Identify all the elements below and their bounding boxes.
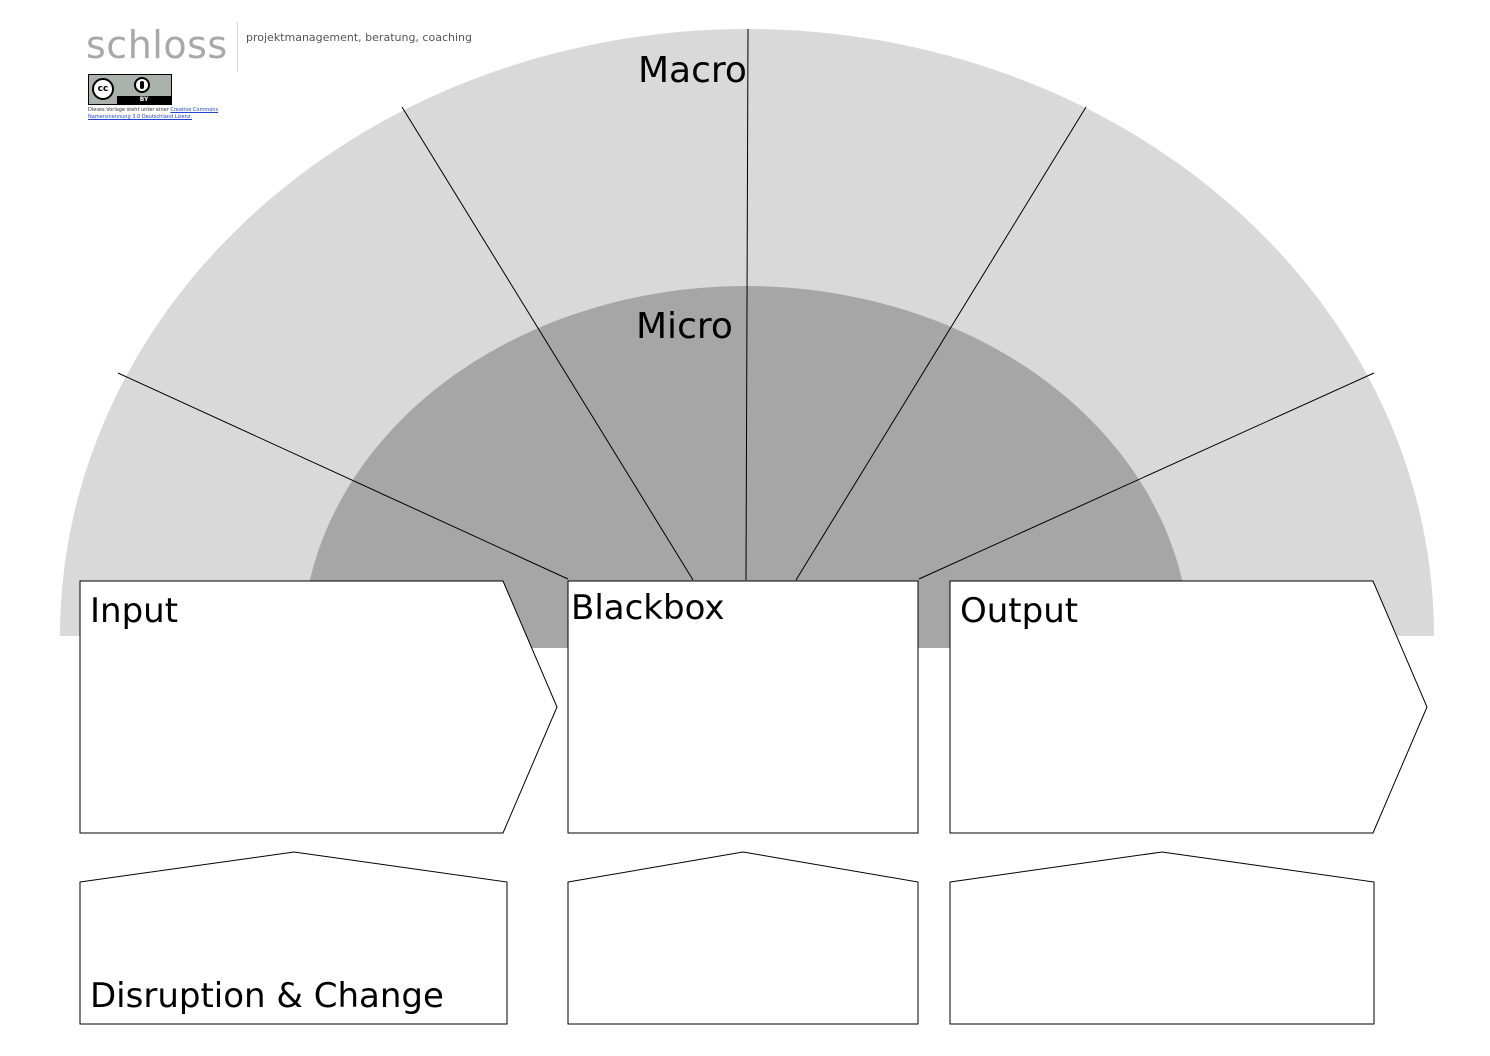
disruption-label: Disruption & Change — [90, 976, 444, 1016]
blackbox-box[interactable] — [567, 580, 919, 834]
output-label: Output — [960, 591, 1078, 631]
disruption-box-output[interactable] — [949, 851, 1375, 1025]
logo-tagline: projektmanagement, beratung, coaching — [246, 31, 472, 44]
attribution-person-icon — [134, 77, 150, 93]
micro-label: Micro — [636, 306, 733, 347]
disruption-box-input[interactable] — [79, 851, 508, 1025]
license-notice: Dieses Vorlage steht unter einer Creativ… — [88, 107, 248, 121]
license-link[interactable]: Creative Commons Namensnennung 3.0 Deuts… — [88, 107, 219, 120]
divider-line-left-low — [117, 372, 569, 580]
divider-line-center — [745, 28, 749, 581]
divider-line-right-high — [795, 106, 1087, 581]
by-label: BY — [117, 96, 171, 104]
divider-line-right-low — [918, 372, 1375, 580]
schloss-logo: schloss projektmanagement, beratung, coa… — [86, 20, 486, 130]
logo-divider — [237, 22, 238, 72]
logo-wordmark: schloss — [86, 23, 228, 67]
license-prefix: Dieses Vorlage steht unter einer — [88, 107, 169, 113]
output-box[interactable] — [949, 580, 1428, 834]
divider-line-left-high — [401, 106, 694, 581]
input-label: Input — [90, 591, 178, 631]
disruption-box-blackbox[interactable] — [567, 851, 919, 1025]
blackbox-label: Blackbox — [571, 588, 724, 628]
cc-icon: cc — [92, 78, 114, 100]
creative-commons-badge[interactable]: cc BY — [88, 74, 172, 105]
input-box[interactable] — [79, 580, 558, 834]
macro-label: Macro — [638, 50, 747, 91]
